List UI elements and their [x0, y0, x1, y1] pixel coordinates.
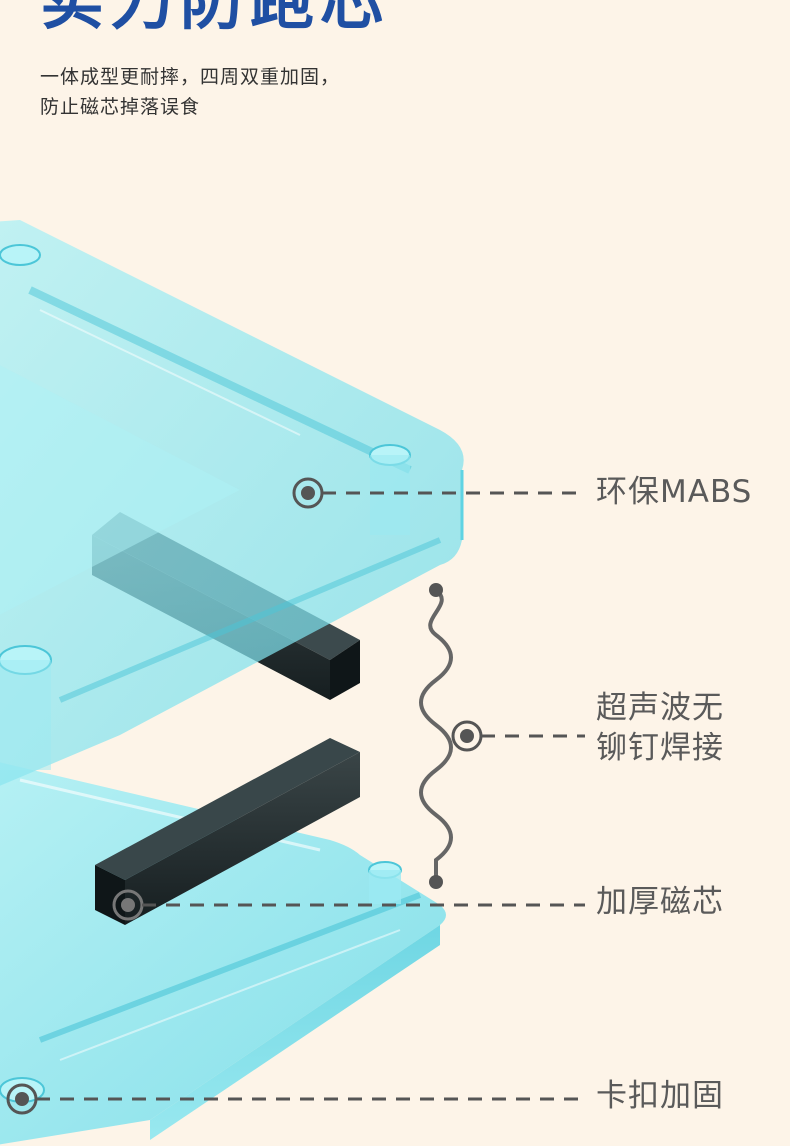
callout-abs-material: 环保MABS — [596, 474, 753, 510]
callout-weld-line-1: 超声波无 — [596, 690, 724, 726]
lower-magnet — [95, 738, 360, 925]
subtitle-line-2: 防止磁芯掉落误食 — [40, 96, 201, 118]
leader-magnet — [112, 889, 585, 921]
callout-thick-magnet: 加厚磁芯 — [596, 884, 724, 920]
callout-weld-line-2: 铆钉焊接 — [596, 730, 724, 767]
upper-tile — [0, 220, 464, 786]
ultrasonic-weld-indicator — [419, 583, 453, 889]
callout-ultrasonic-weld: 超声波无 铆钉焊接 — [596, 688, 724, 769]
leader-abs — [292, 477, 585, 509]
subtitle-line-1: 一体成型更耐摔，四周双重加固， — [40, 66, 341, 88]
page-title: 实力防跑芯 — [40, 0, 390, 39]
callout-clip-reinforce: 卡扣加固 — [596, 1078, 724, 1114]
leader-clip — [6, 1083, 585, 1115]
leader-weld — [451, 720, 585, 752]
